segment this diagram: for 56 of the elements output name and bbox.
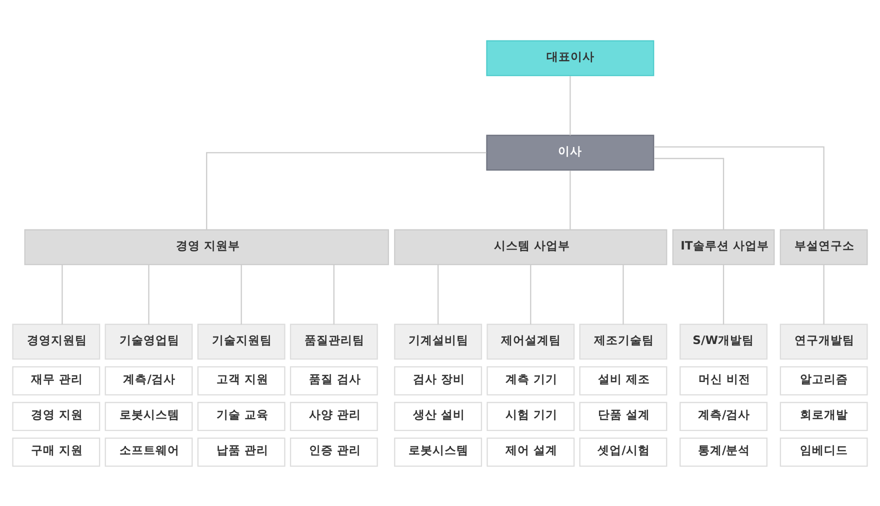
node-box: 경영지원팀 xyxy=(12,323,100,360)
connector xyxy=(570,76,571,135)
connector xyxy=(333,264,334,324)
node-box: IT솔루션 사업부 xyxy=(672,228,775,265)
node-box: 사양 관리 xyxy=(290,401,378,431)
node-box: 계측/검사 xyxy=(680,401,768,431)
node-box: 임베디드 xyxy=(780,437,868,466)
node-box: 기술지원팀 xyxy=(197,323,286,360)
connector xyxy=(240,264,242,324)
node-box: 검사 장비 xyxy=(394,366,482,395)
connector xyxy=(570,170,571,230)
node-box: 단품 설계 xyxy=(579,401,668,431)
node-box: 머신 비전 xyxy=(680,366,768,395)
connector xyxy=(206,152,486,229)
node-box: 회로개발 xyxy=(780,401,868,431)
node-box: 생산 설비 xyxy=(394,401,482,431)
node-box: 계측/검사 xyxy=(104,366,193,395)
node-box: 셋업/시험 xyxy=(579,437,668,466)
connector xyxy=(654,146,824,230)
node-box: 경영 지원부 xyxy=(24,228,389,265)
connector xyxy=(530,264,532,324)
node-box: 이사 xyxy=(486,134,654,170)
connector xyxy=(722,264,724,324)
node-box: 기계설비팀 xyxy=(394,323,482,360)
node-box: 소프트웨어 xyxy=(104,437,193,466)
node-box: 계측 기기 xyxy=(486,366,575,395)
node-box: 제조기술팀 xyxy=(579,323,668,360)
node-box: 고객 지원 xyxy=(197,366,286,395)
node-box: 기술 교육 xyxy=(197,401,286,431)
node-box: 통계/분석 xyxy=(680,437,768,466)
node-box: S/W개발팀 xyxy=(680,323,768,360)
node-box: 재무 관리 xyxy=(12,366,100,395)
connector xyxy=(62,264,63,324)
node-box: 시험 기기 xyxy=(486,401,575,431)
node-box: 구매 지원 xyxy=(12,437,100,466)
connector xyxy=(654,157,724,230)
node-box: 기술영업팀 xyxy=(104,323,193,360)
node-box: 대표이사 xyxy=(486,40,654,76)
node-box: 품질관리팀 xyxy=(290,323,378,360)
node-box: 설비 제조 xyxy=(579,366,668,395)
node-box: 부설연구소 xyxy=(780,228,868,265)
connector xyxy=(823,264,824,324)
connector xyxy=(148,264,150,324)
node-box: 납품 관리 xyxy=(197,437,286,466)
node-box: 알고리즘 xyxy=(780,366,868,395)
node-box: 경영 지원 xyxy=(12,401,100,431)
node-box: 시스템 사업부 xyxy=(394,228,668,265)
node-box: 제어 설계 xyxy=(486,437,575,466)
node-box: 로봇시스템 xyxy=(104,401,193,431)
node-box: 로봇시스템 xyxy=(394,437,482,466)
node-box: 제어설계팀 xyxy=(486,323,575,360)
node-box: 품질 검사 xyxy=(290,366,378,395)
node-box: 인증 관리 xyxy=(290,437,378,466)
node-box: 연구개발팀 xyxy=(780,323,868,360)
connector xyxy=(438,264,439,324)
connector xyxy=(622,264,624,324)
